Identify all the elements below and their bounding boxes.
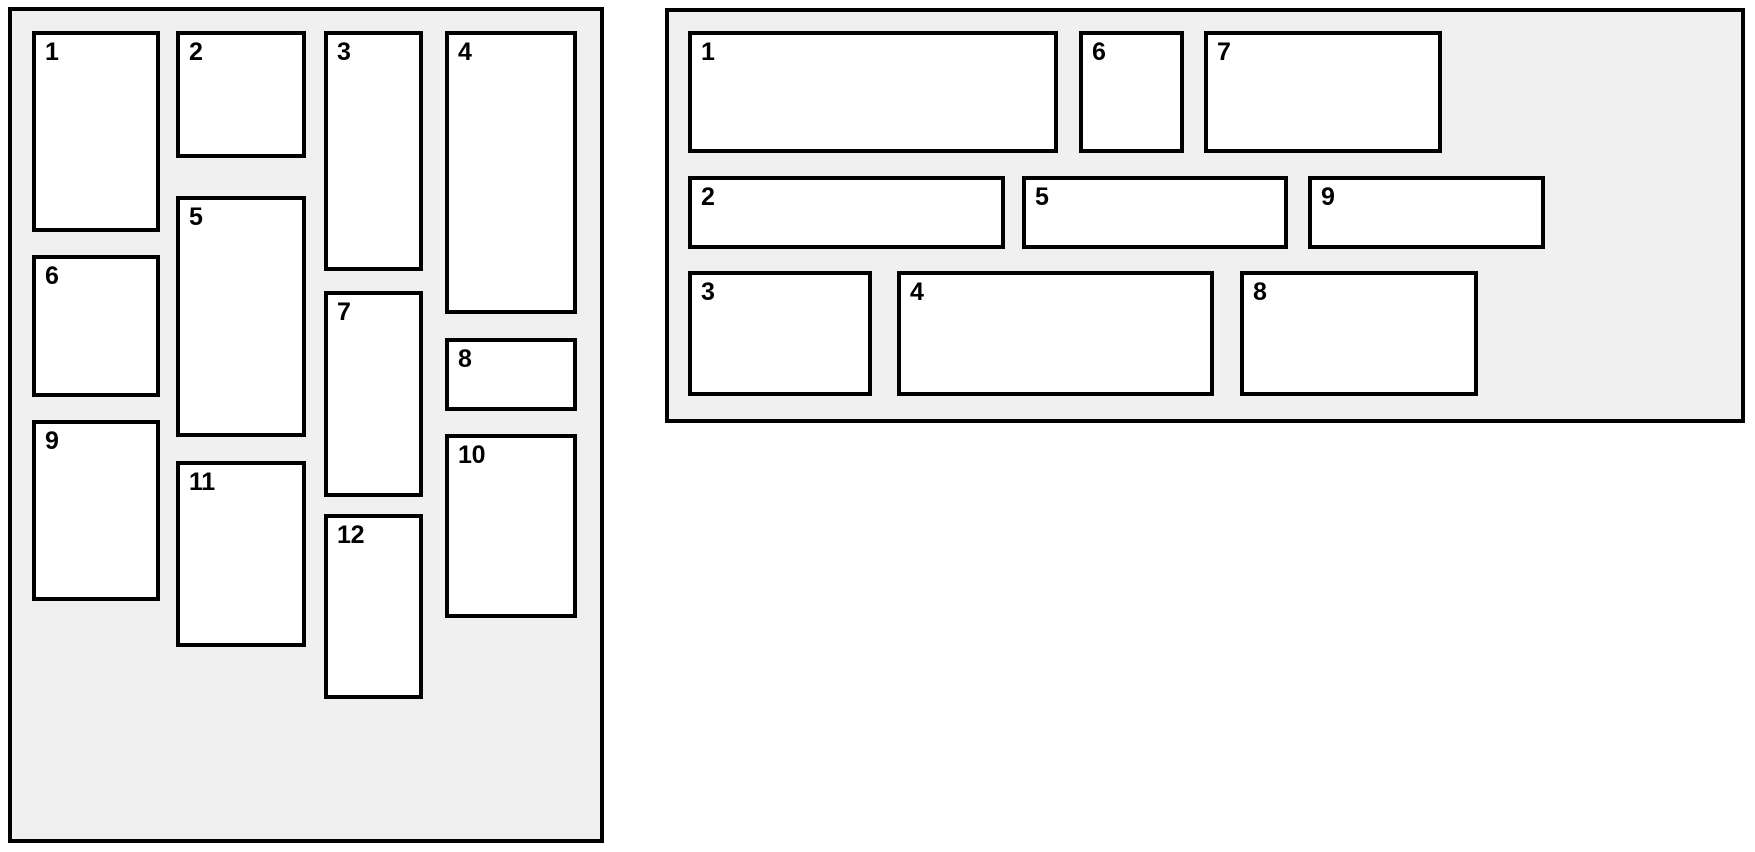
layout-box-label: 5 xyxy=(1035,183,1049,211)
layout-box-5[interactable]: 5 xyxy=(1022,176,1288,249)
layout-box-label: 3 xyxy=(337,38,351,66)
layout-box-6[interactable]: 6 xyxy=(32,255,160,397)
layout-box-11[interactable]: 11 xyxy=(176,461,306,647)
layout-box-label: 7 xyxy=(337,298,351,326)
layout-box-4[interactable]: 4 xyxy=(897,271,1214,396)
layout-box-5[interactable]: 5 xyxy=(176,196,306,437)
layout-box-8[interactable]: 8 xyxy=(445,338,577,411)
layout-box-label: 8 xyxy=(1253,278,1267,306)
layout-box-label: 4 xyxy=(910,278,924,306)
layout-box-12[interactable]: 12 xyxy=(324,514,423,699)
layout-box-label: 6 xyxy=(45,262,59,290)
layout-box-4[interactable]: 4 xyxy=(445,31,577,314)
layout-box-label: 1 xyxy=(701,38,715,66)
right-panel: 1 6 7 2 5 9 3 4 8 xyxy=(665,8,1745,423)
layout-box-label: 8 xyxy=(458,345,472,373)
layout-box-3[interactable]: 3 xyxy=(688,271,872,396)
layout-box-label: 11 xyxy=(189,468,215,496)
layout-box-6[interactable]: 6 xyxy=(1079,31,1184,153)
layout-box-label: 6 xyxy=(1092,38,1106,66)
layout-box-label: 9 xyxy=(1321,183,1335,211)
layout-box-label: 5 xyxy=(189,203,203,231)
layout-box-7[interactable]: 7 xyxy=(324,291,423,497)
layout-box-label: 3 xyxy=(701,278,715,306)
layout-box-label: 1 xyxy=(45,38,59,66)
layout-box-1[interactable]: 1 xyxy=(688,31,1058,153)
layout-box-7[interactable]: 7 xyxy=(1204,31,1442,153)
layout-box-label: 2 xyxy=(701,183,715,211)
layout-box-1[interactable]: 1 xyxy=(32,31,160,232)
layout-box-9[interactable]: 9 xyxy=(1308,176,1545,249)
layout-box-10[interactable]: 10 xyxy=(445,434,577,618)
layout-box-label: 2 xyxy=(189,38,203,66)
layout-box-8[interactable]: 8 xyxy=(1240,271,1478,396)
layout-box-label: 10 xyxy=(458,441,486,469)
layout-box-label: 12 xyxy=(337,521,365,549)
layout-box-2[interactable]: 2 xyxy=(176,31,306,158)
layout-box-label: 7 xyxy=(1217,38,1231,66)
layout-box-3[interactable]: 3 xyxy=(324,31,423,271)
layout-box-label: 4 xyxy=(458,38,472,66)
layout-box-9[interactable]: 9 xyxy=(32,420,160,601)
layout-box-2[interactable]: 2 xyxy=(688,176,1005,249)
layout-box-label: 9 xyxy=(45,427,59,455)
